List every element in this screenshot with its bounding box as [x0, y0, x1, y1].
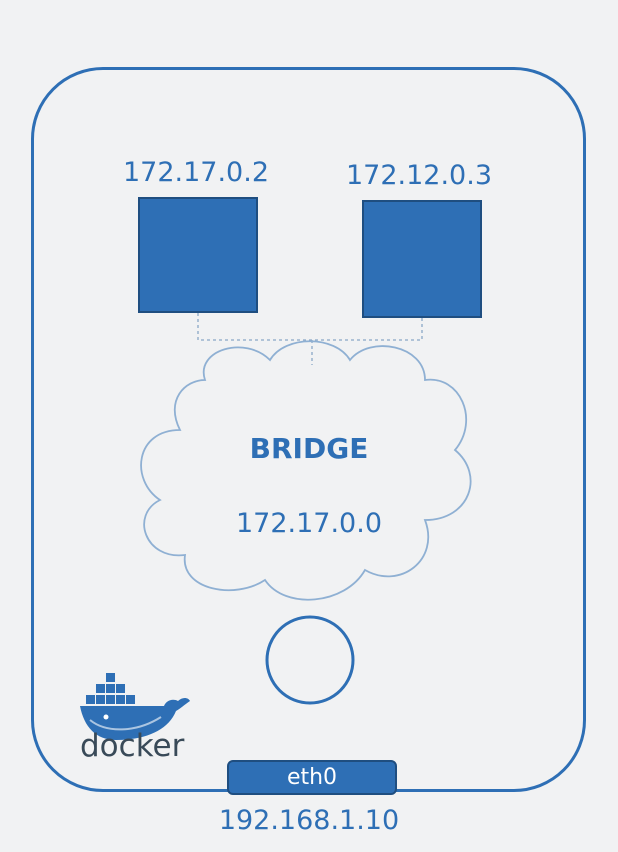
container-1-box	[138, 197, 258, 313]
bridge-title: BRIDGE	[249, 432, 369, 465]
host-ip: 192.168.1.10	[218, 805, 400, 836]
bridge-ip: 172.17.0.0	[236, 508, 382, 539]
eth0-interface: eth0	[227, 760, 397, 795]
docker-logo-text: docker	[80, 728, 185, 764]
container-2-ip: 172.12.0.3	[346, 160, 492, 191]
container-1-ip: 172.17.0.2	[123, 157, 269, 188]
connector-lines	[197, 313, 423, 365]
container-2-box	[362, 200, 482, 318]
docker-whale-icon	[80, 673, 190, 740]
bridge-cloud	[140, 340, 472, 601]
interface-circle	[265, 615, 355, 705]
